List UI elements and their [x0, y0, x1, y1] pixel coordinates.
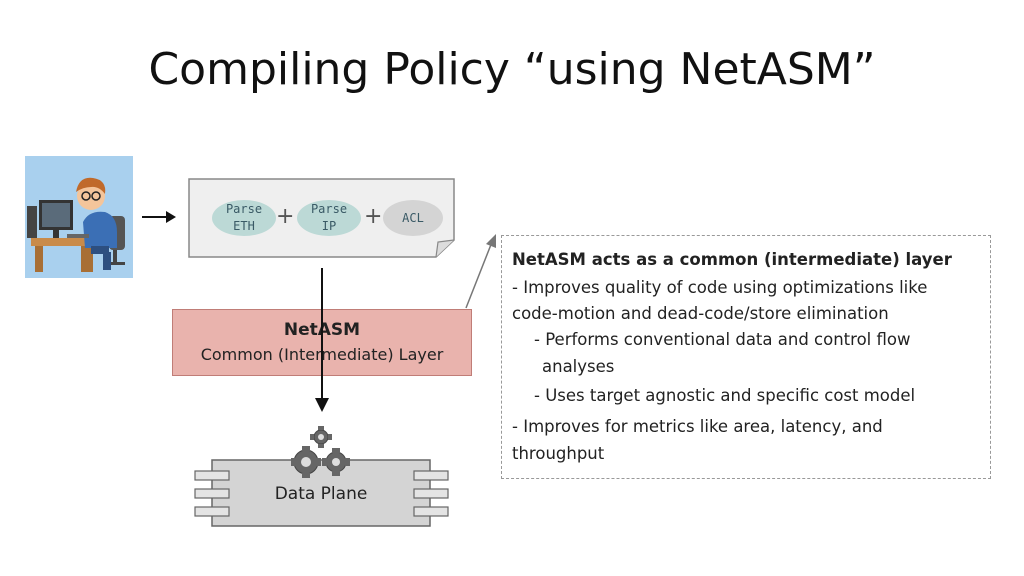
parse-ip-line1: Parse — [310, 202, 348, 216]
note-heading: NetASM acts as a common (intermediate) l… — [512, 250, 952, 269]
developer-avatar-icon — [25, 156, 133, 278]
note-line: throughput — [512, 444, 605, 463]
netasm-description-box: NetASM acts as a common (intermediate) l… — [501, 235, 991, 479]
parse-ip-label: Parse IP — [296, 201, 362, 235]
note-line: analyses — [542, 357, 615, 376]
parse-ip-line2: IP — [321, 219, 337, 233]
data-plane-device — [194, 459, 449, 527]
parse-eth-label: Parse ETH — [211, 201, 277, 235]
parse-eth-pill — [212, 200, 276, 236]
note-line: code-motion and dead-code/store eliminat… — [512, 304, 889, 323]
acl-label: ACL — [402, 211, 424, 225]
gears-icon — [291, 426, 350, 478]
note-line: - Improves quality of code using optimiz… — [512, 278, 928, 297]
acl-pill — [383, 200, 443, 236]
arrow-right-icon — [142, 211, 176, 223]
parse-ip-pill — [297, 200, 361, 236]
parse-eth-line1: Parse — [225, 202, 263, 216]
note-line: - Improves for metrics like area, latenc… — [512, 417, 883, 436]
slide-title: Compiling Policy “using NetASM” — [148, 44, 876, 95]
note-line: - Uses target agnostic and specific cost… — [534, 386, 916, 405]
plus-sign: + — [276, 204, 295, 229]
callout-pointer-icon — [465, 234, 496, 309]
plus-sign: + — [364, 204, 383, 229]
note-line: - Performs conventional data and control… — [534, 330, 911, 349]
arrow-down-icon — [315, 268, 329, 412]
data-plane-label: Data Plane — [274, 484, 368, 504]
parse-eth-line2: ETH — [233, 219, 255, 233]
